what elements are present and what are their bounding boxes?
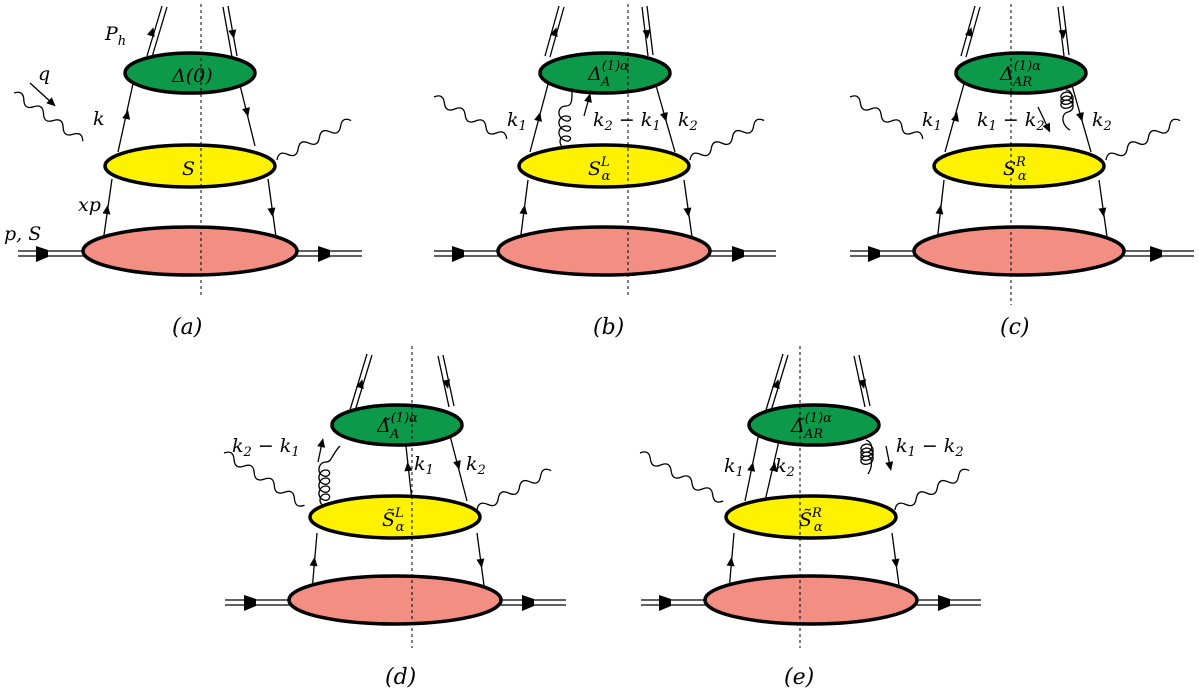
incoming-hadron-line	[18, 250, 88, 257]
hard-part-blob	[103, 143, 277, 189]
fragmentation-blob	[123, 51, 257, 95]
photon-right	[276, 118, 352, 161]
svg-text:k1 − k2: k1 − k2	[977, 109, 1045, 134]
svg-text:S̃Lα: S̃Lα	[382, 506, 405, 535]
mid-blob-label: S	[182, 158, 195, 180]
q-momentum-arrow	[29, 82, 53, 104]
label-q: q	[38, 63, 50, 85]
label-xp: xp	[78, 194, 101, 216]
svg-text:(d): (d)	[385, 665, 416, 690]
svg-text:S̃Rα: S̃Rα	[799, 506, 823, 535]
svg-text:k1: k1	[414, 453, 434, 478]
svg-text:k2 − k1: k2 − k1	[593, 109, 661, 134]
svg-text:k2: k2	[775, 455, 795, 480]
svg-text:(b): (b)	[593, 315, 624, 340]
svg-text:Δ(1)αA: Δ(1)αA	[587, 59, 629, 90]
svg-text:Δ̃(1)αAR: Δ̃(1)αAR	[790, 411, 832, 442]
top-blob-label: Δ(0)	[171, 65, 213, 87]
hadron-Ph-line	[146, 5, 168, 58]
diagram-a: Ph q k xp p, S Δ(0) S (a)	[4, 4, 362, 340]
svg-text:k2: k2	[1092, 109, 1112, 134]
caption-a: (a)	[172, 315, 202, 340]
svg-text:k2: k2	[678, 109, 698, 134]
svg-text:(e): (e)	[784, 665, 814, 690]
label-pS: p, S	[4, 223, 41, 245]
svg-text:Δ̃(1)αA: Δ̃(1)αA	[376, 411, 418, 442]
svg-text:SLα: SLα	[588, 155, 611, 184]
svg-text:Δ(1)αAR: Δ(1)αAR	[999, 59, 1041, 90]
svg-text:(c): (c)	[1000, 315, 1030, 340]
svg-text:k2: k2	[466, 453, 486, 478]
label-k: k	[93, 108, 105, 130]
label-Ph: Ph	[104, 23, 126, 49]
svg-text:k1: k1	[507, 109, 527, 134]
svg-text:SRα: SRα	[1003, 155, 1027, 184]
photon-left	[13, 91, 84, 142]
svg-text:k1: k1	[724, 455, 744, 480]
gluon-line	[558, 91, 573, 151]
svg-text:k1 − k2: k1 − k2	[896, 435, 964, 460]
hadron-correlator-blob	[81, 225, 299, 277]
svg-text:k2 − k1: k2 − k1	[232, 435, 300, 460]
svg-text:k1: k1	[922, 109, 942, 134]
